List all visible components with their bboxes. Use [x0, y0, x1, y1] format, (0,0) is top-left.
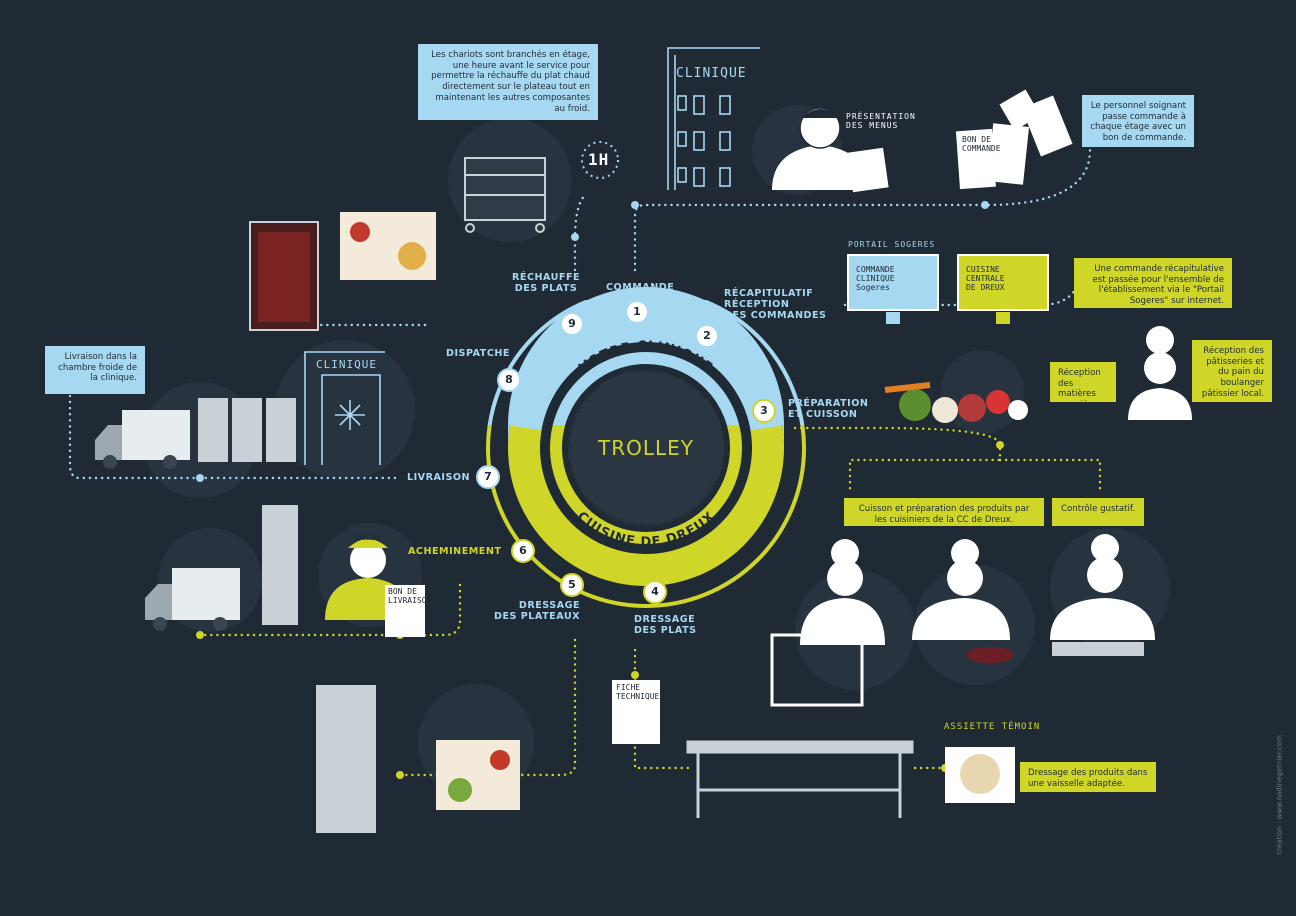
delivery-note-title: BON DE LIVRAISON: [388, 587, 432, 605]
cold-room: [304, 351, 385, 465]
step-number-6: 6: [511, 539, 535, 563]
info-box-reception-patisseries: Réception des pâtisseries et du pain du …: [1192, 340, 1272, 402]
one-hour-badge: 1H: [588, 150, 610, 169]
step-number-8: 8: [497, 368, 521, 392]
step-label-7: LIVRAISON: [407, 472, 471, 483]
arc-inner-bottom-left-label: LIVREUR: [565, 460, 584, 493]
arc-inner-top-label: CADRE INFIRMIER: [635, 366, 709, 401]
computer-screens: [847, 254, 1049, 324]
step-number-7: 7: [476, 465, 500, 489]
meal-trays: [340, 212, 1015, 810]
order-forms: [955, 89, 1073, 190]
info-box-livraison: Livraison dans la chambre froide de la c…: [45, 346, 145, 394]
step-label-8: DISPATCHE: [446, 348, 510, 359]
chefs: [770, 326, 1192, 707]
clinique-sign-left: CLINIQUE: [316, 358, 377, 371]
step-number-3: 3: [752, 399, 776, 423]
clinique-building: [667, 47, 760, 190]
step-label-6: ACHEMINEMENT: [408, 546, 502, 557]
info-box-dressage: Dressage des produits dans une vaisselle…: [1020, 762, 1156, 792]
info-box-reception-matieres: Réception des matières premières.: [1050, 362, 1116, 410]
delivery-man: [325, 539, 425, 637]
cycle-rings: [486, 300, 806, 608]
order-form-title: BON DE COMMANDE: [962, 135, 1001, 153]
heating-cabinet: [249, 221, 319, 331]
step-number-2: 2: [695, 324, 719, 348]
cap-text: TROLLEY: [355, 535, 381, 542]
step-number-4: 4: [643, 580, 667, 604]
technical-sheet-title: FICHE TECHNIQUE: [616, 683, 660, 701]
technical-sheet: [612, 680, 660, 744]
info-box-recap: Une commande récapitulative est passée p…: [1074, 258, 1232, 308]
menus-caption: PRÉSENTATION DES MENUS: [846, 112, 916, 130]
plating-table: [686, 740, 914, 818]
info-box-commande: Le personnel soignant passe commande à c…: [1082, 95, 1194, 147]
heating-trolley: [464, 141, 619, 233]
vegetables: [884, 382, 1028, 423]
step-label-1: COMMANDE: [606, 282, 675, 293]
info-box-controle: Contrôle gustatif.: [1052, 498, 1144, 526]
info-box-rechauffe: Les chariots sont branchés en étage, une…: [418, 44, 598, 120]
center-title: TROLLEY: [597, 436, 694, 460]
assiette-temoin-caption: ASSIETTE TÉMOIN: [944, 722, 1041, 732]
nurse-illustration: [772, 107, 889, 193]
clinique-sign: CLINIQUE: [676, 66, 747, 81]
credit: création : www.nadinegernier.com: [1276, 735, 1284, 855]
step-number-1: 1: [625, 300, 649, 324]
storage-racks: [198, 398, 376, 833]
center-disc: [508, 287, 784, 586]
info-box-cuisson: Cuisson et préparation des produits par …: [844, 498, 1044, 526]
delivery-trucks: [95, 410, 240, 631]
portail-caption: PORTAIL SOGERES: [848, 240, 936, 249]
step-number-9: 9: [560, 312, 584, 336]
step-number-5: 5: [560, 573, 584, 597]
